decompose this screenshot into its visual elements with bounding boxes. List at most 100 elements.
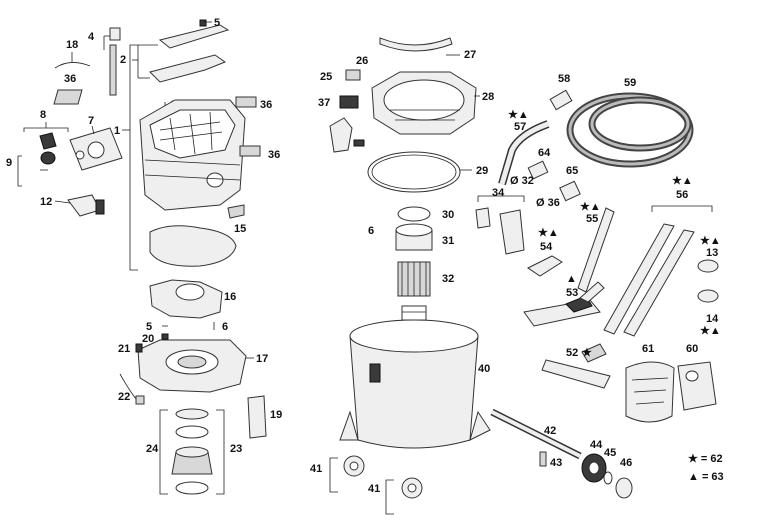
callout-32: 32 xyxy=(442,273,454,285)
screw-5-top: 5 xyxy=(203,17,220,29)
crevice-tool-55: ★▲ 55 xyxy=(577,201,615,293)
callout-64: 64 xyxy=(538,147,551,159)
callout-41-a: 41 xyxy=(310,463,322,475)
pad-37: 37 xyxy=(318,95,359,109)
callout-30: 30 xyxy=(442,209,454,221)
callout-37: 37 xyxy=(318,97,330,109)
callout-45: 45 xyxy=(604,447,616,459)
motor-head-housing xyxy=(139,99,246,211)
callout-55: 55 xyxy=(586,213,598,225)
switch-assembly: 8 7 9 xyxy=(6,109,123,187)
callout-36-b: 36 xyxy=(268,149,280,161)
diameter-32: Ø 32 xyxy=(510,175,534,187)
callout-61: 61 xyxy=(642,343,654,355)
tube-42: 42 xyxy=(490,408,582,460)
dust-bag-61: 61 xyxy=(625,343,675,423)
mark-52: ★ xyxy=(582,347,592,359)
screw-43: 43 xyxy=(539,451,562,469)
callout-56: 56 xyxy=(676,189,688,201)
foam-pad-36-a: 36 xyxy=(235,96,272,111)
callout-6-center: 6 xyxy=(368,225,374,237)
curved-tube-57: ★▲ 57 xyxy=(498,109,550,186)
mark-55: ★▲ xyxy=(580,201,601,213)
callout-2: 2 xyxy=(120,54,126,66)
legend-star: ★ = 62 xyxy=(688,453,723,465)
callout-36-left: 36 xyxy=(64,73,76,85)
filter-cover-plate xyxy=(149,225,237,267)
hose-59: 59 xyxy=(566,77,694,168)
callout-17: 17 xyxy=(256,353,268,365)
pad-19: 19 xyxy=(247,395,282,439)
callout-15: 15 xyxy=(234,223,246,235)
callout-5-top: 5 xyxy=(214,17,220,29)
latch-clamp xyxy=(329,117,365,153)
callout-4: 4 xyxy=(88,31,95,43)
part-13: ★▲ 13 xyxy=(697,235,721,273)
mark-13: ★▲ xyxy=(700,235,721,247)
callout-6-mid: 6 xyxy=(222,321,228,333)
motor-housing-16: 16 xyxy=(149,279,236,319)
callout-59: 59 xyxy=(624,77,636,89)
callout-26: 26 xyxy=(356,55,368,67)
clips-34: 34 xyxy=(475,187,525,255)
accessory-clip-4: 4 xyxy=(88,27,121,96)
foam-pad-36-left: 36 xyxy=(53,73,83,105)
callout-19: 19 xyxy=(270,409,282,421)
callout-29: 29 xyxy=(476,165,488,177)
callout-41-b: 41 xyxy=(368,483,380,495)
foam-pad-36-b: 36 xyxy=(239,145,280,161)
part-21: 21 xyxy=(118,343,143,355)
gasket-29: 29 xyxy=(367,151,488,193)
motor-base-17: 17 xyxy=(137,339,268,393)
legend: ★ = 62 ▲ = 63 xyxy=(688,453,724,483)
caster-41-a: 41 xyxy=(310,455,365,493)
callout-5-mid: 5 xyxy=(146,321,152,333)
arc-27: 27 xyxy=(379,37,476,61)
mark-57: ★▲ xyxy=(508,109,529,121)
callout-46: 46 xyxy=(620,457,632,469)
callout-24: 24 xyxy=(146,443,159,455)
mark-56: ★▲ xyxy=(672,175,693,187)
callout-31: 31 xyxy=(442,235,454,247)
adapter-64: 64 Ø 32 xyxy=(510,147,551,187)
handle-part: 2 xyxy=(120,19,230,83)
callout-28: 28 xyxy=(482,91,494,103)
screws-5-20-6: 5 20 6 xyxy=(142,321,228,345)
callout-1: 1 xyxy=(114,125,120,137)
callout-52: 52 xyxy=(566,347,578,359)
callout-60: 60 xyxy=(686,343,698,355)
callout-18: 18 xyxy=(66,39,78,51)
callout-7: 7 xyxy=(88,115,94,127)
brush-54: ★▲ 54 xyxy=(527,227,563,277)
mark-14: ★▲ xyxy=(700,325,721,337)
latch-25-26: 25 26 xyxy=(320,55,368,83)
ring-30: 30 xyxy=(397,206,454,222)
callout-9: 9 xyxy=(6,157,12,169)
lid-28: 28 xyxy=(371,71,494,135)
extension-tubes-56: ★▲ 56 xyxy=(603,175,713,337)
callout-8: 8 xyxy=(40,109,46,121)
callout-57: 57 xyxy=(514,121,526,133)
callout-12: 12 xyxy=(40,196,52,208)
part-14: 14 ★▲ xyxy=(697,289,721,337)
filter-32: 32 xyxy=(397,261,454,297)
callout-21: 21 xyxy=(118,343,130,355)
cord-22: 22 xyxy=(118,373,145,405)
cord-clamp-12: 12 xyxy=(40,194,105,217)
callout-58: 58 xyxy=(558,73,570,85)
mark-53: ▲ xyxy=(566,273,577,285)
washer-45: 45 xyxy=(603,447,616,485)
callout-14: 14 xyxy=(706,313,719,325)
floor-nozzle-52: 52 ★ xyxy=(541,343,611,389)
callout-53: 53 xyxy=(566,287,578,299)
callout-25: 25 xyxy=(320,71,332,83)
tank-40: 40 xyxy=(339,319,491,449)
adapter-58: 58 xyxy=(549,73,573,111)
callout-44: 44 xyxy=(590,439,603,451)
motor-stack: 24 23 xyxy=(146,408,242,495)
callout-43: 43 xyxy=(550,457,562,469)
screw-15: 15 xyxy=(227,204,246,235)
callout-22: 22 xyxy=(118,391,130,403)
legend-triangle: ▲ = 63 xyxy=(688,471,724,483)
